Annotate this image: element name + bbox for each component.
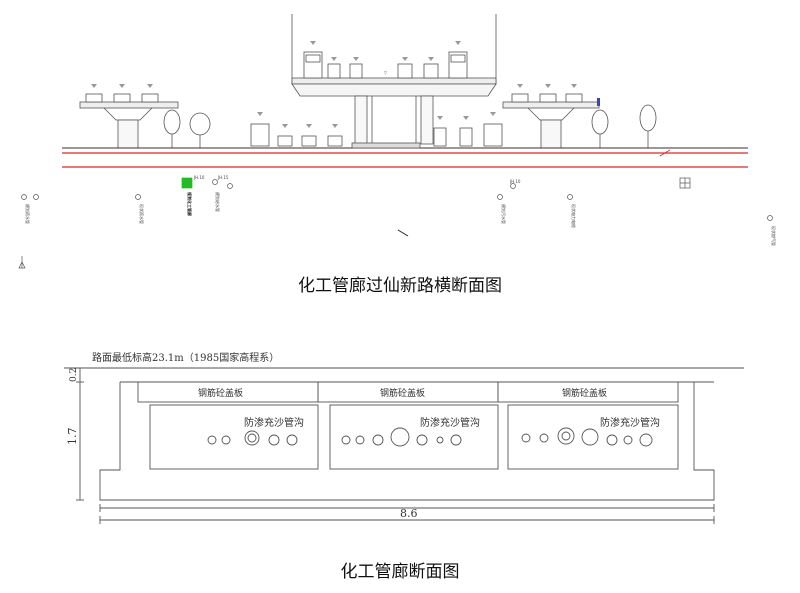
tag-2: JH.15 xyxy=(217,175,229,180)
cross-section-caption: 化工管廊过仙新路横断面图 xyxy=(298,276,502,296)
utility-labels: 规划雨水管 现状雨水管 规划化工管廊 规划给水管 现状电力电缆 规划污水管 现状… xyxy=(25,191,777,246)
cover-plate-label: 钢筋砼盖板 xyxy=(562,387,607,399)
utility-label: 规划化工管廊 xyxy=(187,191,193,216)
ground-vehicles xyxy=(250,112,503,147)
cover-plate-label: 钢筋砼盖板 xyxy=(198,387,243,399)
station-tags: JH.10 JH.15 JH.10 xyxy=(193,175,521,184)
left-ramp xyxy=(79,84,179,149)
utility-label: 现状雨水管 xyxy=(139,204,145,224)
svg-text:▽: ▽ xyxy=(384,70,388,75)
central-viaduct: ▽ xyxy=(291,14,497,145)
tag-3: JH.10 xyxy=(509,179,521,184)
utility-label: 现状燃气管 xyxy=(771,226,777,246)
utility-markers xyxy=(18,177,773,269)
tag-1: JH.10 xyxy=(193,175,205,180)
utility-label: 现状电力电缆 xyxy=(571,204,577,228)
gallery-section-caption: 化工管廊断面图 xyxy=(340,562,460,582)
height-dimension: 1.7 xyxy=(66,428,79,446)
elevation-note: 路面最低标高23.1m（1985国家高程系） xyxy=(92,351,279,364)
width-dimension: 8.6 xyxy=(400,507,418,520)
road-cross-section: ▽ xyxy=(62,14,748,168)
chemical-gallery-marker xyxy=(181,177,193,189)
gallery-section xyxy=(64,367,744,524)
trees xyxy=(163,104,657,148)
utility-label: 规划雨水管 xyxy=(25,204,31,224)
right-ramp xyxy=(502,84,600,149)
cover-plate-label: 钢筋砼盖板 xyxy=(380,387,425,399)
utility-label: 规划污水管 xyxy=(501,204,507,224)
cover-dimension: 0.2 xyxy=(69,368,79,382)
trench-label: 防渗充沙管沟 xyxy=(244,416,304,429)
trench-label: 防渗充沙管沟 xyxy=(420,416,480,429)
utility-label: 规划给水管 xyxy=(215,192,221,212)
trench-label: 防渗充沙管沟 xyxy=(600,416,660,429)
pipes xyxy=(207,427,653,447)
